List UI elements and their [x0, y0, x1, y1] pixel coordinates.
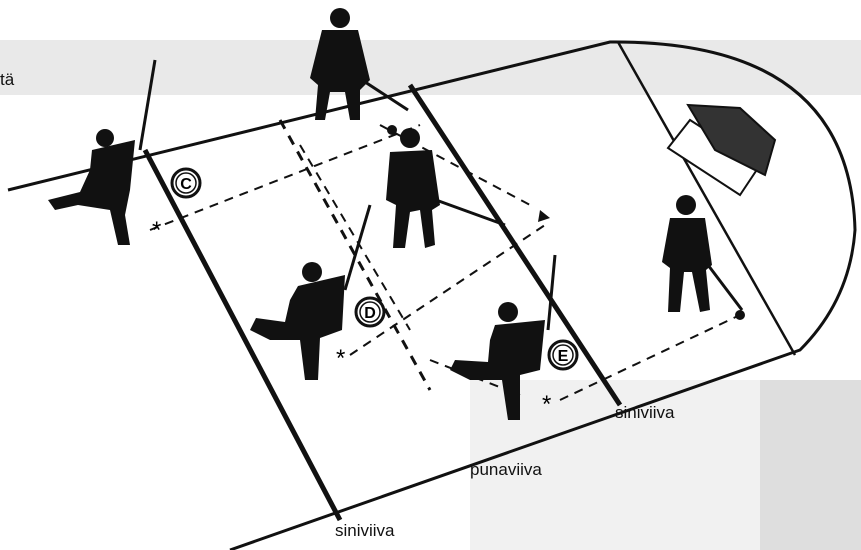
label-blue-line-bottom: siniviiva	[335, 521, 395, 541]
arrow-head	[538, 210, 550, 222]
marker-c: C	[172, 169, 200, 197]
marker-d: D	[356, 298, 384, 326]
label-blue-line-right: siniviiva	[615, 403, 675, 423]
puck	[387, 125, 397, 135]
svg-text:E: E	[558, 348, 569, 365]
svg-text:C: C	[180, 176, 192, 193]
puck	[735, 310, 745, 320]
player-center	[386, 128, 505, 248]
label-red-line: punaviiva	[470, 460, 542, 480]
asterisk-marker: *	[336, 345, 345, 372]
svg-text:D: D	[364, 305, 376, 322]
marker-e: E	[549, 341, 577, 369]
asterisk-marker: *	[152, 217, 161, 244]
label-partial-left: tä	[0, 70, 14, 90]
player-goal-side	[662, 195, 742, 312]
asterisk-marker: *	[542, 391, 551, 418]
background-print-block	[760, 380, 861, 550]
